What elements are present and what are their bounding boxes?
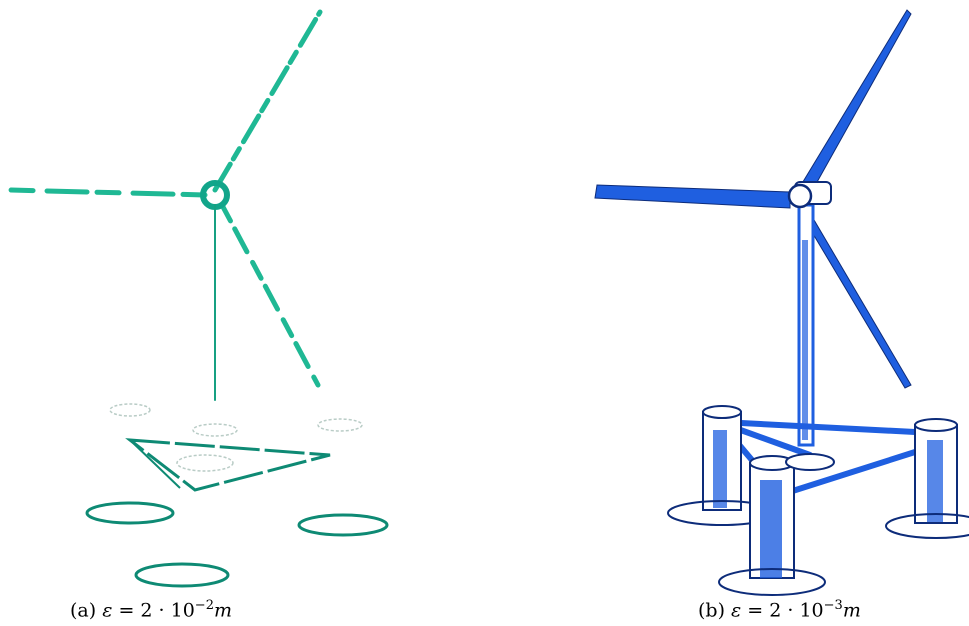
panel-a: (a) ε = 2 · 10−2m <box>0 0 480 626</box>
hub <box>787 183 813 209</box>
platform-brace <box>129 439 181 489</box>
caption-label: (b) <box>698 599 725 622</box>
caption-a: (a) ε = 2 · 10−2m <box>70 598 232 621</box>
column-top-ring <box>317 418 363 432</box>
epsilon-symbol: ε <box>731 599 742 622</box>
panel-b: (b) ε = 2 · 10−3m <box>585 0 969 626</box>
caption-b: (b) ε = 2 · 10−3m <box>698 598 861 621</box>
blade-left <box>7 187 208 198</box>
base-ring <box>134 562 230 588</box>
wind-turbine-dense-illustration <box>594 9 969 596</box>
caption-exponent: −3 <box>823 598 843 613</box>
brace <box>719 419 918 435</box>
caption-unit: m <box>842 599 861 622</box>
column-top-ring <box>192 423 238 437</box>
center-ring <box>176 454 234 472</box>
blade-lower <box>799 207 912 389</box>
column-front <box>718 455 826 596</box>
wind-turbine-sparse-illustration <box>7 9 389 588</box>
platform-frame <box>125 438 331 492</box>
blade-lower <box>219 202 321 388</box>
base-ring <box>297 513 389 537</box>
column-left <box>667 405 777 526</box>
blade-upper <box>212 9 323 193</box>
column-top-ring <box>109 403 151 417</box>
caption-equation: = 2 · 10 <box>112 599 195 622</box>
blade-upper <box>794 9 912 201</box>
caption-equation: = 2 · 10 <box>741 599 824 622</box>
blade-left <box>594 184 791 209</box>
brace <box>777 449 918 498</box>
caption-label: (a) <box>70 599 97 622</box>
caption-unit: m <box>213 599 232 622</box>
column-right <box>885 418 969 539</box>
base-ring <box>85 501 175 525</box>
caption-exponent: −2 <box>194 598 214 613</box>
center-column <box>785 453 835 471</box>
epsilon-symbol: ε <box>102 599 113 622</box>
tower-shade <box>802 240 808 440</box>
brace <box>732 425 813 458</box>
